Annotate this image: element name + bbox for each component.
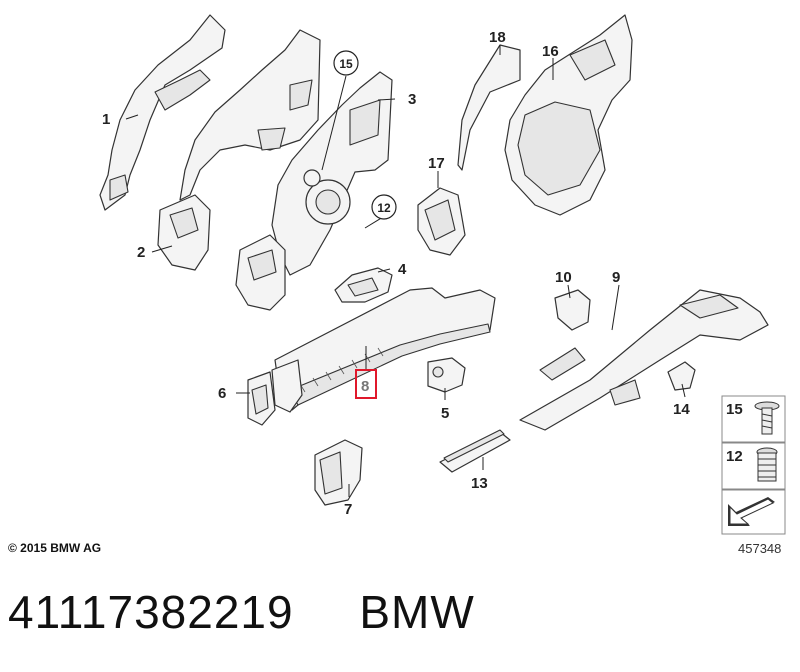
part-5-drawing [427, 357, 466, 393]
svg-text:15: 15 [339, 57, 353, 71]
callout-16[interactable]: 16 [542, 43, 559, 60]
svg-text:12: 12 [377, 201, 391, 215]
part-8-drawing [271, 287, 496, 413]
callout-10[interactable]: 10 [555, 269, 572, 286]
part-10-drawing [554, 289, 591, 331]
part-4-drawing [334, 267, 393, 303]
callout-7[interactable]: 7 [344, 501, 352, 518]
part-9-drawing [519, 289, 769, 431]
parts-diagram: 1 2 3 4 5 6 7 8 9 10 13 14 16 17 18 15 1… [99, 14, 786, 535]
callout-13[interactable]: 13 [471, 475, 488, 492]
callout-18[interactable]: 18 [489, 29, 506, 46]
callout-9[interactable]: 9 [612, 269, 620, 286]
part-13-drawing [439, 429, 511, 473]
callout-2[interactable]: 2 [137, 244, 145, 261]
callout-3[interactable]: 3 [408, 91, 416, 108]
callout-17[interactable]: 17 [428, 155, 445, 172]
brand-name: BMW [359, 586, 475, 638]
part-18-drawing [457, 44, 521, 171]
part-14-drawing [667, 361, 696, 391]
part-16-drawing [504, 14, 633, 216]
callout-8[interactable]: 8 [361, 378, 369, 395]
part-3-drawing [235, 71, 393, 311]
part-6-drawing [247, 371, 276, 426]
bolt-icon [754, 401, 780, 435]
legend-item-15-label: 15 [726, 401, 743, 418]
callout-5[interactable]: 5 [441, 405, 449, 422]
part-1-drawing [99, 14, 226, 211]
callouts: 1 2 3 4 5 6 7 8 9 10 13 14 16 17 18 15 1… [102, 29, 690, 518]
copyright-notice: © 2015 BMW AG [8, 541, 102, 555]
part-17-drawing [417, 187, 466, 256]
callout-4[interactable]: 4 [398, 261, 407, 278]
part-number: 41117382219 [8, 586, 294, 638]
part-7-drawing [314, 439, 363, 506]
part-caption: 41117382219 BMW [8, 585, 475, 639]
image-number: 457348 [738, 541, 782, 556]
callout-12-circle[interactable]: 12 [371, 194, 397, 220]
callout-14[interactable]: 14 [673, 401, 690, 418]
direction-arrow-icon [728, 497, 775, 526]
grommet-icon [756, 447, 778, 482]
legend-item-12-label: 12 [726, 448, 743, 465]
part-2-drawing [157, 29, 321, 271]
callout-6[interactable]: 6 [218, 385, 226, 402]
callout-1[interactable]: 1 [102, 111, 110, 128]
callout-15-circle[interactable]: 15 [333, 50, 359, 76]
highlight-box-8 [355, 369, 377, 399]
fastener-legend: 15 12 [721, 395, 786, 535]
